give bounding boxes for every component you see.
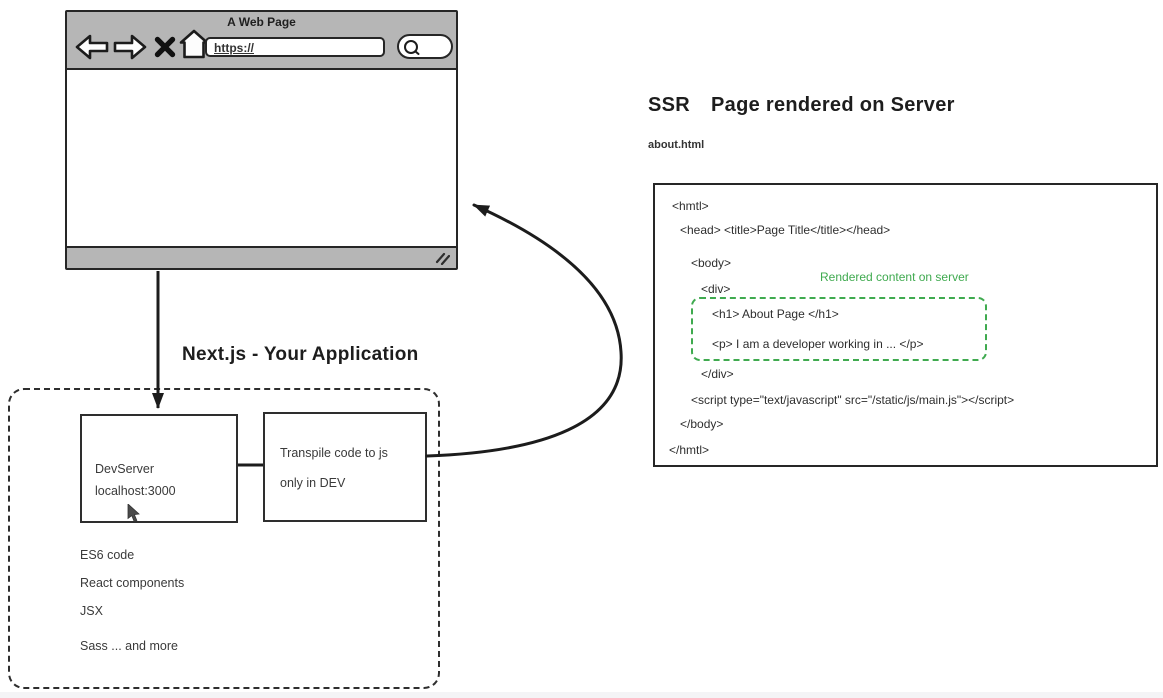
feature-sass: Sass ... and more <box>80 639 178 653</box>
feature-react: React components <box>80 576 185 590</box>
transpile-line2: only in DEV <box>280 476 346 490</box>
browser-title: A Web Page <box>227 15 296 29</box>
code-line-head: <head> <title>Page Title</title></head> <box>680 223 891 237</box>
code-line-p: <p> I am a developer working in ... </p> <box>712 337 924 351</box>
ssr-heading: SSR Page rendered on Server <box>648 94 955 117</box>
nextjs-app-container <box>8 388 440 689</box>
forward-icon[interactable] <box>113 32 147 62</box>
ssr-code-box: Rendered content on server <hmtl> <head>… <box>653 183 1158 467</box>
devserver-name: DevServer <box>95 462 155 476</box>
rendered-content-annotation: Rendered content on server <box>820 270 969 284</box>
browser-content-area <box>67 70 456 246</box>
ssr-heading-text: Page rendered on Server <box>711 94 955 116</box>
code-line-div-open: <div> <box>701 282 731 296</box>
stop-icon[interactable] <box>153 35 177 59</box>
code-line-html-open: <hmtl> <box>672 199 709 213</box>
browser-chrome: A Web Page https:// <box>67 12 456 70</box>
search-icon <box>402 38 424 58</box>
feature-jsx: JSX <box>80 604 103 618</box>
devserver-host: localhost:3000 <box>95 484 176 498</box>
transpile-node: Transpile code to js only in DEV <box>263 412 427 522</box>
code-line-div-close: </div> <box>701 367 734 381</box>
mouse-cursor-icon <box>127 504 141 523</box>
devserver-node: DevServer localhost:3000 <box>80 414 238 523</box>
resize-grip-icon[interactable] <box>434 251 450 265</box>
browser-statusbar <box>67 246 456 268</box>
url-input[interactable]: https:// <box>205 37 385 57</box>
feature-es6: ES6 code <box>80 548 135 562</box>
bottom-strip <box>0 692 1163 698</box>
ssr-heading-tag: SSR <box>648 94 691 116</box>
browser-window: A Web Page https:// <box>65 10 458 270</box>
search-input[interactable] <box>397 34 453 59</box>
code-line-body-close: </body> <box>680 417 724 431</box>
rendered-content-highlight-frame <box>691 297 987 361</box>
code-line-script: <script type="text/javascript" src="/sta… <box>691 393 1015 407</box>
code-line-h1: <h1> About Page </h1> <box>712 307 839 321</box>
back-icon[interactable] <box>75 32 109 62</box>
nextjs-app-label: Next.js - Your Application <box>182 344 419 365</box>
ssr-filename: about.html <box>648 139 705 151</box>
code-line-body-open: <body> <box>691 256 732 270</box>
transpile-line1: Transpile code to js <box>280 446 388 460</box>
code-line-html-close: </hmtl> <box>669 443 710 457</box>
